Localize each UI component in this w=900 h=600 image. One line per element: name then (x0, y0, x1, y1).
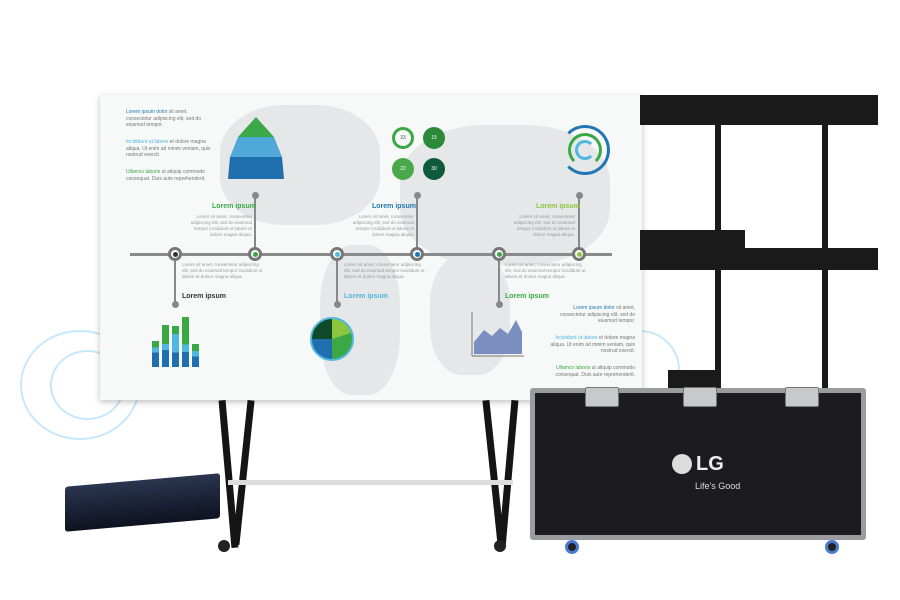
timeline-node (410, 247, 424, 261)
timeline-node (168, 247, 182, 261)
mounting-frame (640, 230, 745, 250)
bullet-text: Incididunt ut labore et dolore magna ali… (126, 139, 211, 158)
flight-case: LG Life's Good (530, 387, 866, 540)
pie-chart: 30 (423, 158, 445, 180)
milestone-text: Lorem sit amet, consectetur adipiscing e… (513, 214, 575, 237)
stacked-bar-chart (152, 317, 200, 367)
case-latch[interactable] (585, 387, 619, 407)
lg-tagline: Life's Good (695, 481, 741, 491)
lg-logo-icon (672, 454, 692, 474)
case-wheel (825, 540, 839, 554)
bullet-text: Lorem ipsum dolor sit amet, consectetur … (126, 109, 202, 128)
world-map (430, 255, 510, 375)
stand-wheel (218, 540, 230, 552)
mounting-frame (715, 95, 721, 395)
timeline-node (330, 247, 344, 261)
mounting-frame (640, 248, 878, 270)
bullet-text: Lorem ipsum dolor sit amet, consectetur … (559, 305, 635, 324)
radial-chart (560, 125, 610, 175)
pie-chart: 22 (392, 158, 414, 180)
stand-leg (218, 399, 239, 549)
mounting-frame (640, 95, 878, 125)
case-wheel (565, 540, 579, 554)
milestone-text: Lorem sit amet, consectetur adipiscing e… (182, 262, 263, 279)
stand-crossbar (228, 480, 513, 485)
stand-wheel (494, 540, 506, 552)
mounting-frame (822, 95, 828, 395)
milestone-text: Lorem sit amet, consectetur adipiscing e… (352, 214, 414, 237)
timeline-node (572, 247, 586, 261)
pie-chart: 33 (392, 127, 414, 149)
case-latch[interactable] (785, 387, 819, 407)
bullet-text: Ullamco laboris ut aliquip commodo conse… (555, 365, 636, 378)
milestone-title: Lorem ipsum (536, 203, 580, 210)
stand-leg (498, 399, 519, 549)
timeline-node (248, 247, 262, 261)
bullet-text: Ullamco laboris ut aliquip commodo conse… (126, 169, 206, 182)
milestone-title: Lorem ipsum (182, 293, 226, 300)
milestone-title: Lorem ipsum (344, 293, 388, 300)
timeline-node (492, 247, 506, 261)
milestone-text: Lorem sit amet, consectetur adipiscing e… (505, 262, 586, 279)
area-chart (471, 312, 524, 357)
milestone-title: Lorem ipsum (372, 203, 416, 210)
milestone-title: Lorem ipsum (505, 293, 549, 300)
timeline-line (130, 253, 612, 256)
bullet-text: Incididunt ut labore et dolore magna ali… (550, 335, 635, 354)
led-display-screen: Lorem ipsum dolor sit amet, consectetur … (100, 95, 642, 400)
lg-logo: LG (672, 453, 724, 475)
case-latch[interactable] (683, 387, 717, 407)
radial-chart (575, 140, 595, 160)
mounting-frame (668, 370, 718, 388)
milestone-title: Lorem ipsum (212, 203, 256, 210)
pie-chart: 15 (423, 127, 445, 149)
radial-chart (568, 133, 602, 167)
milestone-text: Lorem sit amet, consectetur adipiscing e… (344, 262, 425, 279)
donut-chart (310, 317, 354, 361)
media-controller-box (65, 473, 220, 532)
milestone-text: Lorem sit amet, consectetur adipiscing e… (190, 214, 252, 237)
pyramid-chart (228, 117, 284, 179)
